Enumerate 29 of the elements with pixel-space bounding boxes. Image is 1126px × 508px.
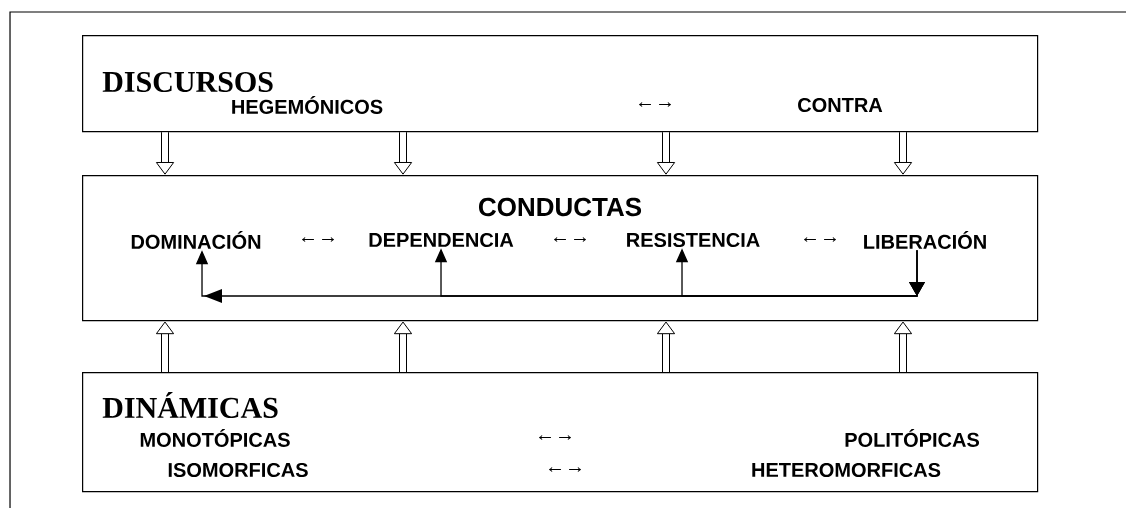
hollow-arrow	[393, 321, 413, 372]
term-label: LIBERACIÓN	[864, 231, 986, 249]
term-label: DOMINACIÓN	[131, 231, 261, 249]
double-arrow-symbol: ←→	[554, 237, 586, 242]
hollow-arrow	[656, 132, 676, 175]
double-arrow-symbol: ←→	[302, 237, 334, 242]
term-label: HETEROMORFICAS	[752, 462, 941, 478]
heading: CONDUCTAS	[479, 197, 642, 217]
term-label: ISOMORFICAS	[168, 462, 308, 478]
hollow-arrow	[393, 132, 413, 175]
category-box	[82, 35, 1039, 133]
hollow-arrow	[155, 132, 175, 175]
heading: DISCURSOS	[102, 71, 273, 93]
category-box	[82, 372, 1039, 493]
term-label: HEGEMÓNICOS	[232, 96, 383, 114]
hollow-arrow	[893, 132, 913, 175]
term-label: CONTRA	[798, 97, 883, 113]
term-label: DEPENDENCIA	[369, 232, 514, 248]
hollow-arrow	[656, 321, 676, 372]
double-arrow-symbol: ←→	[549, 467, 581, 472]
hollow-arrow	[155, 321, 175, 372]
double-arrow-symbol: ←→	[539, 435, 571, 440]
term-label: MONOTÓPICAS	[140, 429, 290, 447]
double-arrow-symbol: ←→	[804, 237, 836, 242]
hollow-arrow	[893, 321, 913, 372]
heading: DINÁMICAS	[102, 391, 278, 418]
term-label: POLITÓPICAS	[845, 429, 979, 447]
term-label: RESISTENCIA	[627, 232, 760, 248]
double-arrow-symbol: ←→	[639, 102, 671, 107]
